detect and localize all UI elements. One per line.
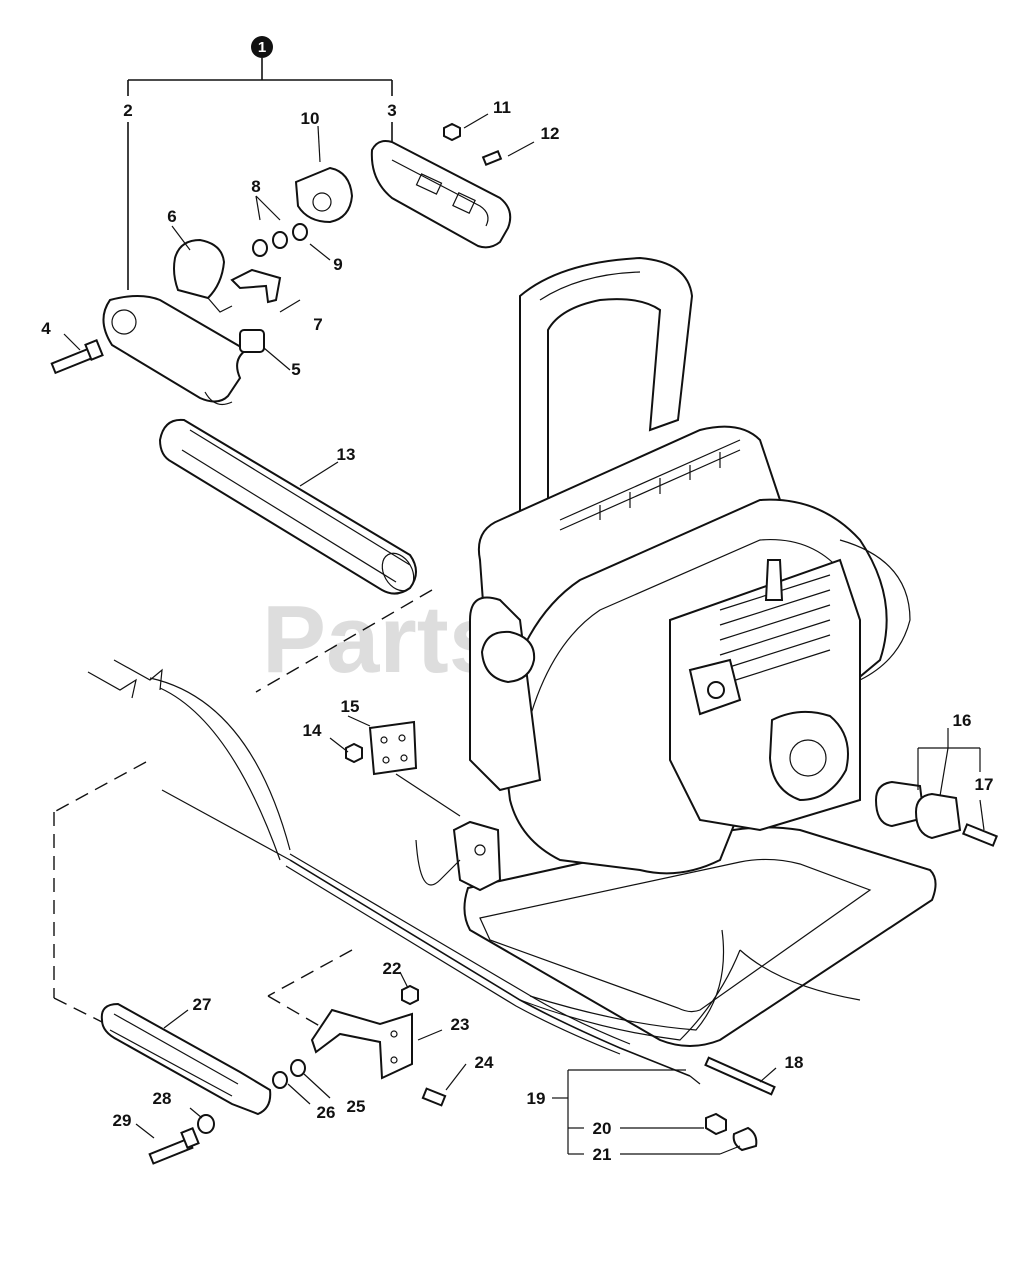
callout-23: 23 (451, 1015, 470, 1034)
callout-10: 10 (301, 109, 320, 128)
leader-lines (63, 113, 985, 1155)
screw-24-part (421, 1087, 447, 1107)
bolt-29-part (148, 1127, 200, 1165)
lever-10-part (294, 166, 354, 224)
callout-4: 4 (41, 319, 51, 338)
nut-22-part (401, 984, 419, 1006)
callout-28: 28 (153, 1089, 172, 1108)
blower-main-body (452, 256, 937, 1047)
bolt-4-part (50, 339, 104, 375)
callout-13: 13 (337, 445, 356, 464)
group-bracket (127, 58, 393, 290)
guide-lines (53, 589, 433, 1033)
nut-20-part (705, 1112, 727, 1136)
clamp-16-part (874, 780, 962, 840)
washers-8-part (252, 231, 288, 257)
callout-15: 15 (341, 697, 360, 716)
group-badge-circle (251, 36, 273, 58)
group-badge-label: 1 (258, 39, 266, 56)
callout-2: 2 (123, 101, 132, 120)
callout-16: 16 (953, 711, 972, 730)
callout-19: 19 (527, 1089, 546, 1108)
cap-21-part (732, 1126, 758, 1152)
nut-14-part (345, 742, 363, 764)
washer-26-part (272, 1071, 288, 1089)
callout-labels: 2 3 4 5 6 7 8 9 10 11 12 13 14 15 16 17 … (41, 98, 993, 1164)
callout-29: 29 (113, 1111, 132, 1130)
washer-28-part (197, 1114, 215, 1134)
callout-18: 18 (785, 1053, 804, 1072)
nut-11-part (443, 122, 461, 142)
callout-26: 26 (317, 1103, 336, 1122)
throttle-cable-part (87, 659, 861, 1085)
callout-11: 11 (493, 98, 511, 117)
callout-20: 20 (593, 1119, 612, 1138)
callout-7: 7 (313, 315, 322, 334)
callout-24: 24 (475, 1053, 494, 1072)
pipe-elbow-part (102, 295, 248, 405)
bolt-18-part (704, 1056, 776, 1096)
callout-21: 21 (593, 1145, 612, 1164)
callout-5: 5 (291, 360, 300, 379)
bolt-17-part (961, 823, 999, 847)
callout-9: 9 (333, 255, 342, 274)
link-bracket-part (230, 268, 282, 304)
washer-25-part (290, 1059, 306, 1077)
handle-cover-part (370, 140, 512, 249)
callout-3: 3 (387, 101, 396, 120)
callout-17: 17 (975, 775, 994, 794)
callout-22: 22 (383, 959, 402, 978)
pad-5-part (239, 329, 265, 353)
callout-6: 6 (167, 207, 176, 226)
flex-pipe-part (158, 418, 417, 595)
grip-27-part (100, 1002, 272, 1116)
washer-9-part (292, 223, 308, 241)
bracket-23-part (310, 1008, 413, 1080)
throttle-plate-part (173, 238, 233, 313)
screw-12-part (481, 149, 503, 167)
callout-12: 12 (541, 124, 560, 143)
plate-15-part (368, 720, 461, 817)
callout-25: 25 (347, 1097, 366, 1116)
callout-14: 14 (303, 721, 322, 740)
callout-8: 8 (251, 177, 260, 196)
callout-27: 27 (193, 995, 212, 1014)
